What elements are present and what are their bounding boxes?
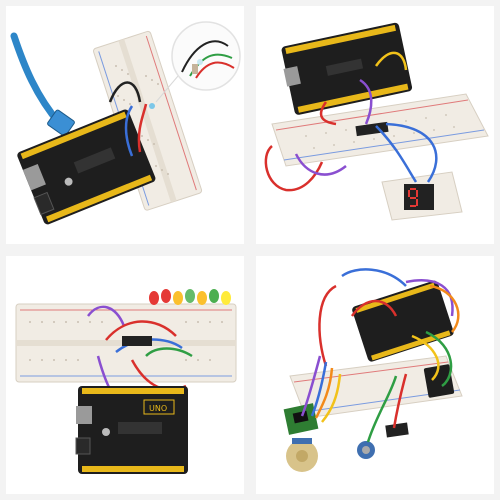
potentiometer — [357, 441, 375, 459]
arduino-board: UNO — [75, 386, 188, 474]
usb-connector — [47, 109, 75, 137]
wire-red — [137, 103, 148, 153]
uno-label: UNO — [149, 404, 167, 413]
wire-purple — [294, 153, 347, 176]
wire-yellow-a — [411, 334, 440, 381]
panel-2-illustration — [264, 22, 489, 221]
wire-blue — [124, 105, 134, 157]
shift-register-chip — [355, 121, 389, 137]
panel-1-illustration — [10, 21, 241, 225]
wire-blue-1 — [375, 125, 418, 183]
wire-red — [105, 320, 177, 341]
wire-black — [108, 81, 142, 103]
usb-cable — [10, 32, 64, 128]
wire-blue-b — [310, 361, 328, 417]
ic-chip — [122, 336, 152, 346]
panel-stepper-motor — [256, 256, 494, 494]
wire-blue-2 — [385, 122, 438, 183]
wire-yellow-top — [374, 51, 408, 71]
panel-seven-segment-display — [256, 6, 494, 244]
stepper-motor — [286, 438, 318, 472]
sensor-module — [385, 422, 409, 438]
arduino-board — [17, 109, 156, 225]
panel-3-illustration: UNO — [15, 289, 237, 474]
wire-red-top — [319, 101, 337, 126]
wire-green — [145, 347, 193, 358]
wire-orange-a — [429, 284, 460, 333]
led-row — [149, 289, 231, 305]
wire-red-loop — [264, 145, 324, 192]
wire-yellow-b — [321, 373, 342, 423]
breadboard-holes — [29, 321, 223, 361]
wire-purple-a — [405, 279, 454, 317]
arduino-board — [352, 280, 454, 362]
wire-green-b — [366, 375, 398, 443]
arduino-board — [281, 22, 413, 115]
wire-purple-b — [300, 355, 322, 417]
wire-red-a — [318, 284, 337, 367]
wire-orange-b — [314, 367, 334, 419]
power-module — [423, 364, 455, 398]
led-blue-small — [149, 103, 155, 109]
wire-red-b — [350, 299, 398, 317]
wire-purple — [87, 305, 126, 327]
panel-led-array: UNO — [6, 256, 244, 494]
panel-4-illustration — [283, 268, 463, 472]
zoom-inset — [155, 21, 241, 103]
seven-segment-display — [404, 184, 434, 210]
wire-blue-a — [341, 268, 407, 287]
wire-green-a — [425, 330, 453, 388]
panel-arduino-breadboard-led — [6, 6, 244, 244]
breadboard-holes — [115, 65, 169, 175]
wire-red-c — [392, 373, 408, 429]
wire-purple-top — [359, 78, 373, 125]
